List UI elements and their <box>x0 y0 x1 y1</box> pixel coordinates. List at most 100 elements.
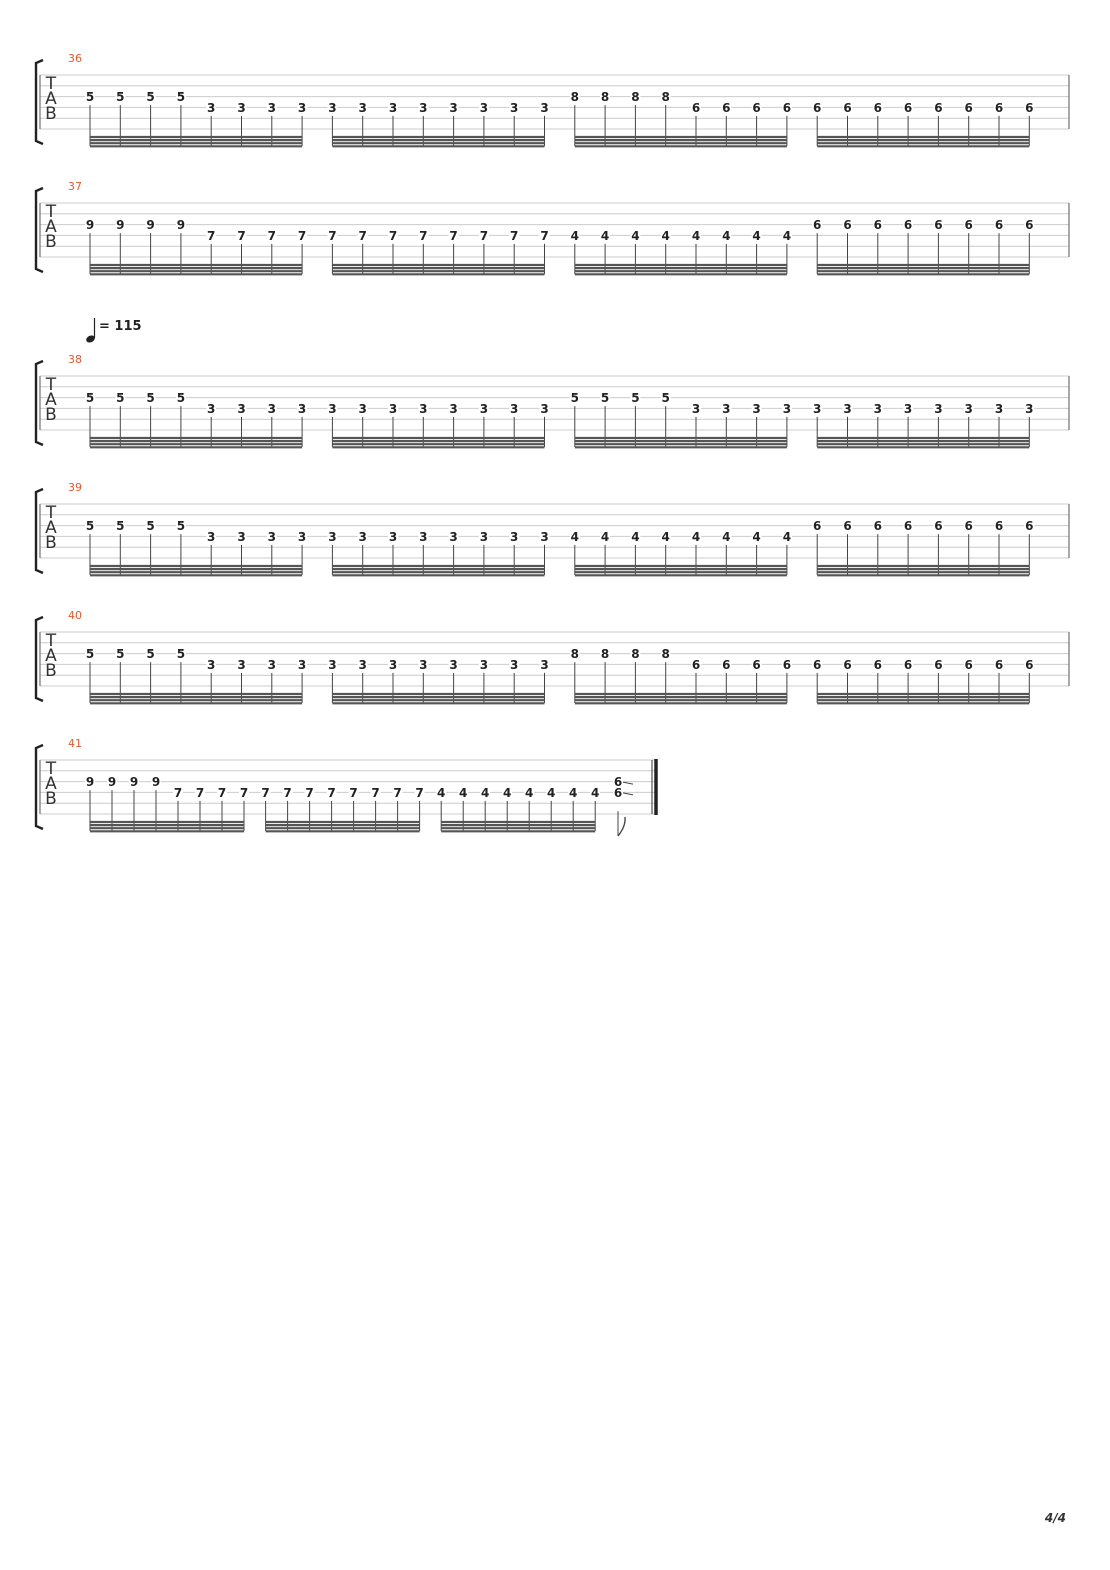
fret-number: 9 <box>177 218 185 232</box>
note-backing <box>963 403 974 415</box>
fret-number: 6 <box>874 519 882 533</box>
fret-number: 3 <box>995 402 1003 416</box>
fret-number: 6 <box>934 101 942 115</box>
fret-number: 3 <box>389 402 397 416</box>
fret-number: 7 <box>327 786 335 800</box>
note-backing <box>872 659 883 671</box>
fret-number: 6 <box>843 101 851 115</box>
fret-number: 6 <box>904 658 912 672</box>
note-backing <box>206 230 217 242</box>
note-backing <box>994 659 1004 671</box>
note-backing <box>509 531 520 543</box>
fret-number: 6 <box>783 101 791 115</box>
fret-number: 9 <box>108 775 116 789</box>
note-backing <box>85 649 95 661</box>
note-backing <box>206 659 217 671</box>
fret-number: 8 <box>631 90 639 104</box>
fret-number: 8 <box>631 647 639 661</box>
note-backing <box>115 521 126 533</box>
note-backing <box>115 92 126 104</box>
fret-number: 4 <box>525 786 533 800</box>
note-backing <box>357 102 368 114</box>
fret-number: 3 <box>328 402 336 416</box>
note-backing <box>660 230 671 242</box>
tab-clef-letter: A <box>45 646 57 666</box>
fret-number: 5 <box>146 391 154 405</box>
fret-number: 3 <box>480 530 488 544</box>
fret-number: 3 <box>328 101 336 115</box>
fret-number: 7 <box>449 229 457 243</box>
note-backing <box>458 787 469 799</box>
fret-number: 8 <box>571 647 579 661</box>
note-backing <box>1024 220 1035 232</box>
note-backing <box>85 92 95 104</box>
fret-number: 3 <box>722 402 730 416</box>
note-backing <box>509 659 520 671</box>
measure-number: 37 <box>68 180 82 193</box>
fret-number: 4 <box>601 530 609 544</box>
fret-number: 3 <box>268 402 276 416</box>
fret-number: 6 <box>874 218 882 232</box>
fret-number: 3 <box>965 402 973 416</box>
note-backing <box>175 649 186 661</box>
fret-number: 3 <box>268 101 276 115</box>
fret-number: 3 <box>419 402 427 416</box>
note-backing <box>236 230 247 242</box>
note-backing <box>509 102 520 114</box>
measure-number: 40 <box>68 609 82 622</box>
note-backing <box>206 403 217 415</box>
note-backing <box>145 649 156 661</box>
note-backing <box>327 403 338 415</box>
tab-clef-letter: B <box>45 104 57 124</box>
slide-out-icon <box>622 781 634 785</box>
system-bracket <box>34 487 44 575</box>
note-backing <box>418 403 429 415</box>
note-backing <box>327 230 338 242</box>
tab-clef-letter: A <box>45 518 57 538</box>
fret-number: 7 <box>268 229 276 243</box>
note-backing <box>812 659 823 671</box>
note-backing <box>85 393 95 405</box>
fret-number: 7 <box>283 786 291 800</box>
note-backing <box>630 649 641 661</box>
note-backing <box>357 659 368 671</box>
note-backing <box>448 102 459 114</box>
note-backing <box>297 403 308 415</box>
fret-number: 6 <box>965 101 973 115</box>
note-backing <box>388 531 398 543</box>
fret-number: 9 <box>130 775 138 789</box>
note-backing <box>781 531 792 543</box>
fret-number: 8 <box>571 90 579 104</box>
note-backing <box>392 787 403 799</box>
note-backing <box>872 102 883 114</box>
fret-number: 7 <box>305 786 313 800</box>
final-chord: 66 <box>613 775 634 837</box>
fret-number: 6 <box>722 101 730 115</box>
note-backing <box>478 403 489 415</box>
note-backing <box>590 787 601 799</box>
note-backing <box>751 102 762 114</box>
note-backing <box>569 531 580 543</box>
fret-number: 3 <box>298 402 306 416</box>
tab-clef-letter: B <box>45 405 57 425</box>
system-bracket <box>34 186 44 274</box>
note-backing <box>539 659 550 671</box>
fret-number: 3 <box>1025 402 1033 416</box>
note-backing <box>994 521 1004 533</box>
note-backing <box>145 220 156 232</box>
tab-clef-letter: T <box>45 375 57 395</box>
fret-number: 3 <box>298 101 306 115</box>
fret-number: 3 <box>298 658 306 672</box>
fret-number: 5 <box>146 647 154 661</box>
fret-number: 3 <box>419 101 427 115</box>
fret-number: 6 <box>813 519 821 533</box>
note-backing <box>448 531 459 543</box>
note-backing <box>660 92 671 104</box>
